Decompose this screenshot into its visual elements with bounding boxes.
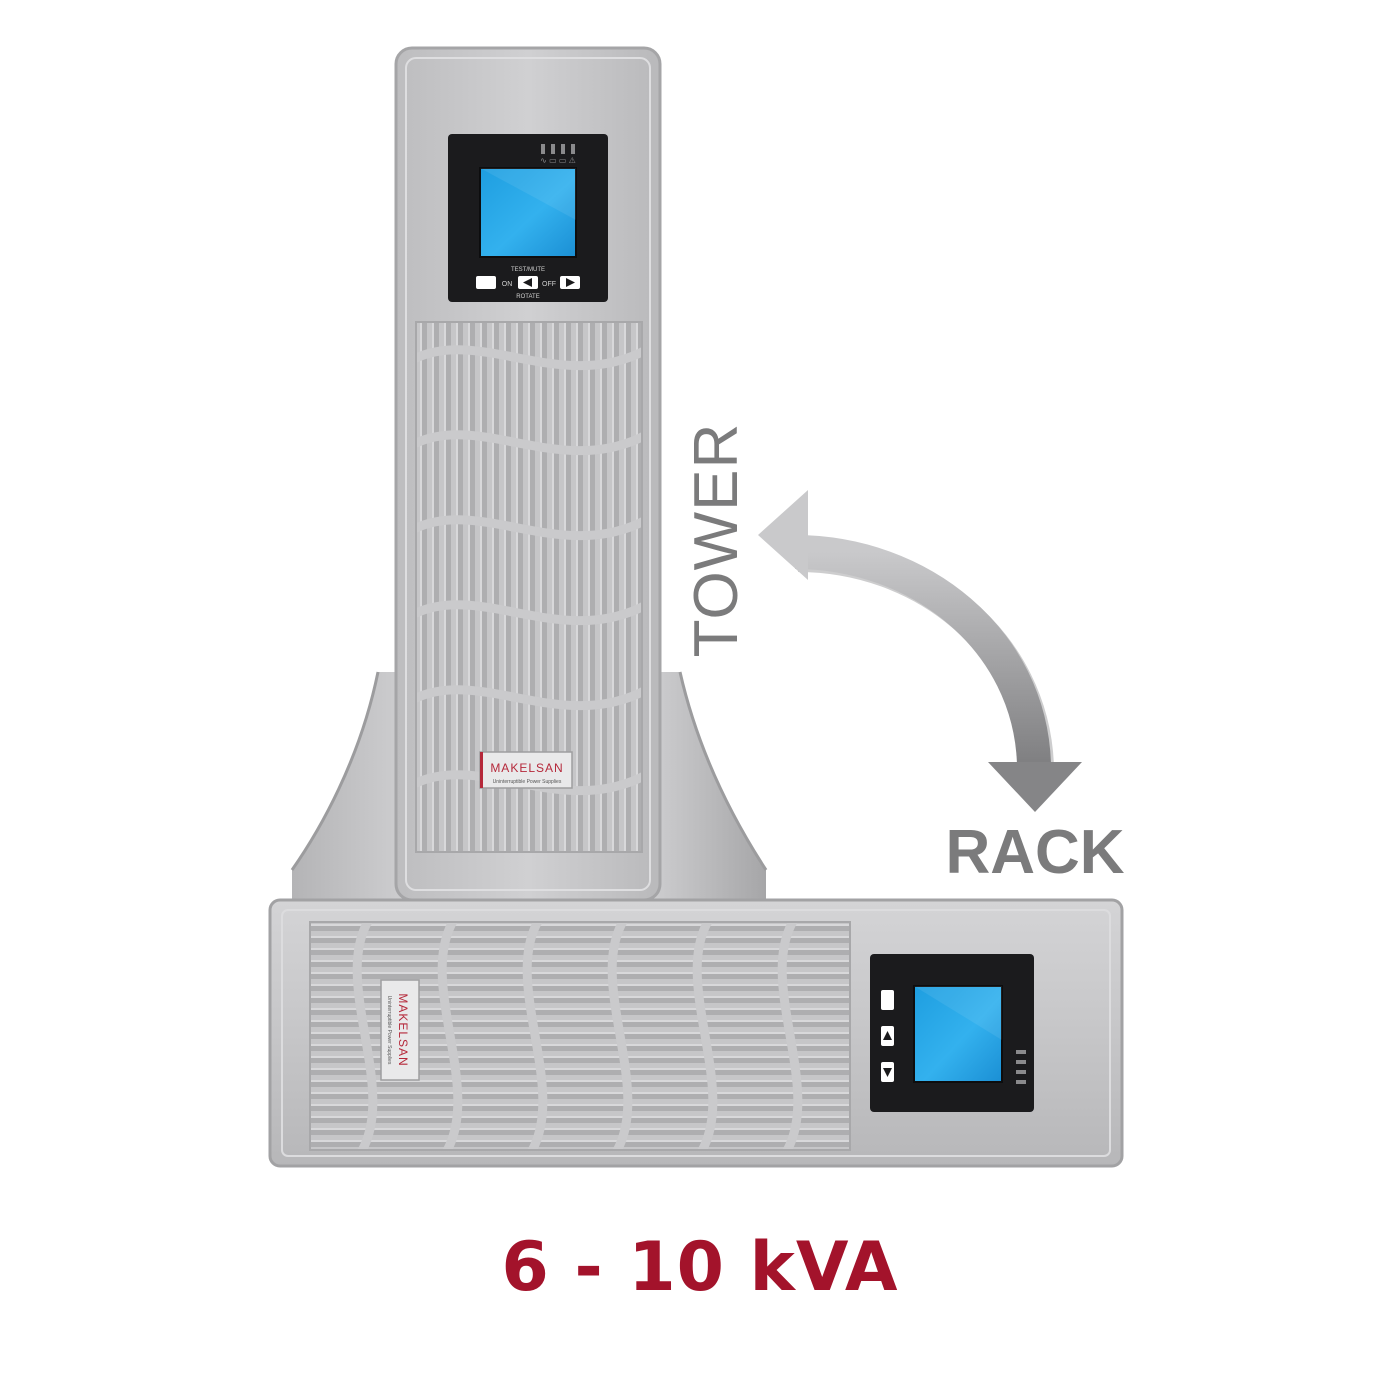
tower-brand-tagline: Uninterruptible Power Supplies — [493, 779, 562, 785]
rack-ups-unit: MAKELSAN Uninterruptible Power Supplies — [268, 898, 1124, 1168]
rack-brand-name: MAKELSAN — [396, 993, 410, 1066]
rack-brand-tagline: Uninterruptible Power Supplies — [386, 996, 392, 1065]
tower-label: TOWER — [682, 423, 751, 658]
curved-double-arrow-icon — [758, 490, 1082, 812]
arrow-head-up-icon — [758, 490, 808, 580]
rack-down-arrow-icon — [883, 1068, 892, 1077]
rack-brand-badge: MAKELSAN Uninterruptible Power Supplies — [380, 979, 420, 1081]
rack-label: RACK — [945, 818, 1124, 887]
rack-on-button[interactable] — [881, 990, 894, 1010]
arrow-head-down-icon — [988, 762, 1082, 812]
tower-on-button[interactable] — [476, 276, 496, 289]
tower-brand-badge: MAKELSAN Uninterruptible Power Supplies — [479, 751, 573, 789]
tower-test-mute-label: TEST/MUTE — [511, 267, 545, 273]
tower-off-label: OFF — [542, 281, 556, 288]
tower-right-arrow-icon — [566, 278, 575, 287]
tower-on-label: ON — [502, 281, 513, 288]
tower-rotate-label: ROTATE — [516, 294, 539, 300]
rack-control-panel — [870, 954, 1034, 1112]
tower-left-arrow-icon — [523, 278, 532, 287]
tower-brand-name: MAKELSAN — [490, 761, 563, 775]
rack-up-arrow-icon — [883, 1031, 892, 1040]
rack-status-indicators — [1016, 1050, 1026, 1084]
tower-ups-unit: ∿ ▭ ▭ ⚠ TEST/MUTE ON OFF ROTATE — [394, 46, 662, 902]
capacity-range-label: 6 - 10 kVA — [501, 1228, 899, 1307]
svg-text:∿ ▭ ▭ ⚠: ∿ ▭ ▭ ⚠ — [540, 156, 576, 165]
rack-lcd-screen — [913, 985, 1003, 1083]
tower-status-indicators: ∿ ▭ ▭ ⚠ — [540, 144, 576, 165]
tower-control-panel: ∿ ▭ ▭ ⚠ TEST/MUTE ON OFF ROTATE — [448, 134, 608, 302]
tower-lcd-screen — [479, 167, 577, 258]
